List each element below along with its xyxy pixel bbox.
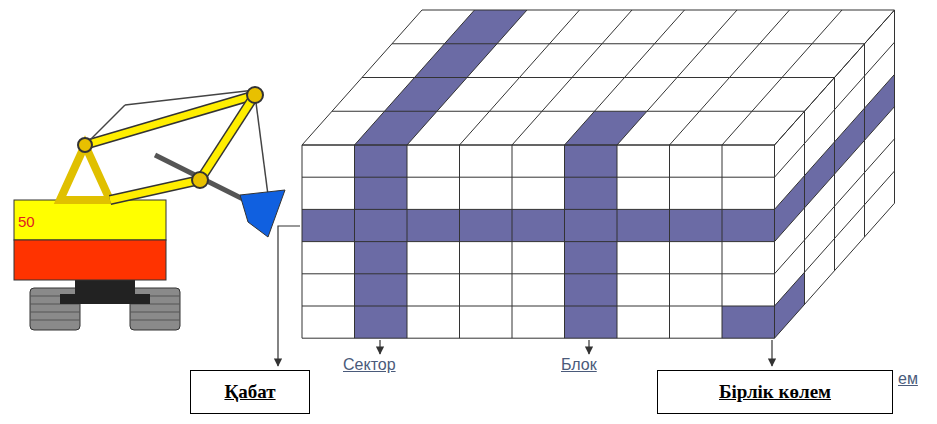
grid-line bbox=[422, 10, 895, 11]
front-face bbox=[302, 145, 775, 338]
a-frame bbox=[60, 145, 110, 200]
grid-line bbox=[302, 145, 775, 146]
chassis bbox=[60, 294, 150, 304]
side-face bbox=[775, 10, 895, 338]
grid-line bbox=[775, 107, 895, 242]
grid-line bbox=[775, 171, 895, 306]
term-box: Қабат bbox=[190, 370, 310, 414]
grid-line bbox=[302, 209, 775, 210]
grid-line bbox=[332, 111, 805, 112]
grid-line bbox=[302, 241, 775, 242]
unit-volume-front bbox=[722, 306, 775, 338]
leader-lines bbox=[278, 226, 772, 366]
cable bbox=[255, 95, 268, 195]
grid-line bbox=[775, 74, 895, 209]
block-label: Блок bbox=[561, 356, 597, 374]
rock-block-grid bbox=[302, 10, 895, 338]
term-box: Бірлік көлем bbox=[657, 370, 893, 414]
grid-line bbox=[302, 306, 775, 307]
boom-lower bbox=[110, 180, 200, 200]
grid-line bbox=[775, 10, 895, 145]
dipper-handle bbox=[155, 155, 245, 200]
grid-line bbox=[302, 338, 775, 339]
grid-line bbox=[775, 42, 895, 177]
sector-label: Сектор bbox=[343, 356, 396, 374]
turntable bbox=[75, 280, 135, 294]
grid-line bbox=[775, 203, 895, 338]
label-fragment: ем bbox=[898, 370, 918, 388]
unit-volume-side bbox=[775, 272, 805, 338]
grid-line bbox=[302, 145, 775, 146]
stick bbox=[200, 95, 255, 180]
machine-number: 50 bbox=[18, 213, 35, 230]
block-top bbox=[565, 111, 648, 145]
grid-line bbox=[362, 77, 835, 78]
grid-line bbox=[392, 43, 865, 44]
grid-line bbox=[302, 177, 775, 178]
cab-body bbox=[14, 200, 166, 240]
cab-base bbox=[14, 240, 166, 280]
excavator bbox=[14, 87, 285, 330]
term-text: Бірлік көлем bbox=[719, 381, 831, 403]
grid-line bbox=[302, 273, 775, 274]
layer-front bbox=[302, 209, 775, 241]
term-text: Қабат bbox=[224, 381, 275, 403]
grid-line bbox=[775, 139, 895, 274]
